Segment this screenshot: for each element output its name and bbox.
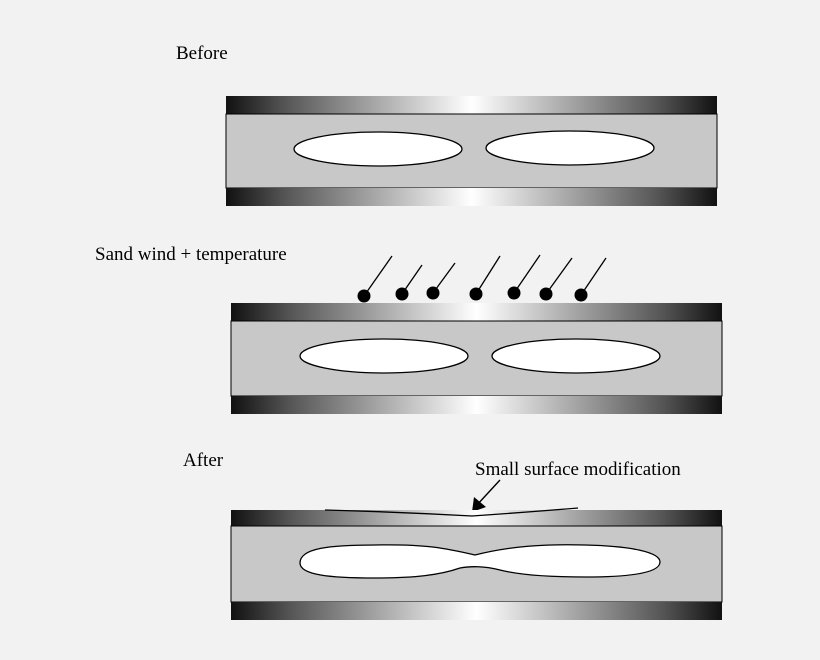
void-right <box>491 338 661 374</box>
sand-particle <box>574 257 607 302</box>
void-left <box>299 338 469 374</box>
void-left <box>293 131 463 167</box>
panel-during <box>230 303 723 414</box>
sand-particle <box>426 262 456 300</box>
panel-after <box>230 507 723 620</box>
sand-particle <box>507 254 541 300</box>
deformed-surface-line <box>324 507 579 517</box>
sand-particles <box>357 254 607 303</box>
bottom-skin-layer <box>231 602 722 620</box>
top-skin-layer <box>231 510 722 526</box>
bottom-skin-layer <box>231 396 722 414</box>
surface-modification-arrow <box>472 479 501 512</box>
top-skin-layer <box>231 303 722 321</box>
sand-particle <box>357 255 393 303</box>
sand-wind-label: Sand wind + temperature <box>95 244 287 265</box>
bottom-skin-layer <box>226 188 717 206</box>
sand-particle <box>469 255 501 301</box>
void-right <box>485 130 655 166</box>
surface-modification-label: Small surface modification <box>475 459 681 480</box>
sand-particle <box>539 257 573 301</box>
after-label: After <box>183 450 224 471</box>
panel-before <box>225 96 718 206</box>
merged-void <box>299 544 661 579</box>
before-label: Before <box>176 43 228 64</box>
top-skin-layer <box>226 96 717 114</box>
sand-particle <box>395 264 423 301</box>
